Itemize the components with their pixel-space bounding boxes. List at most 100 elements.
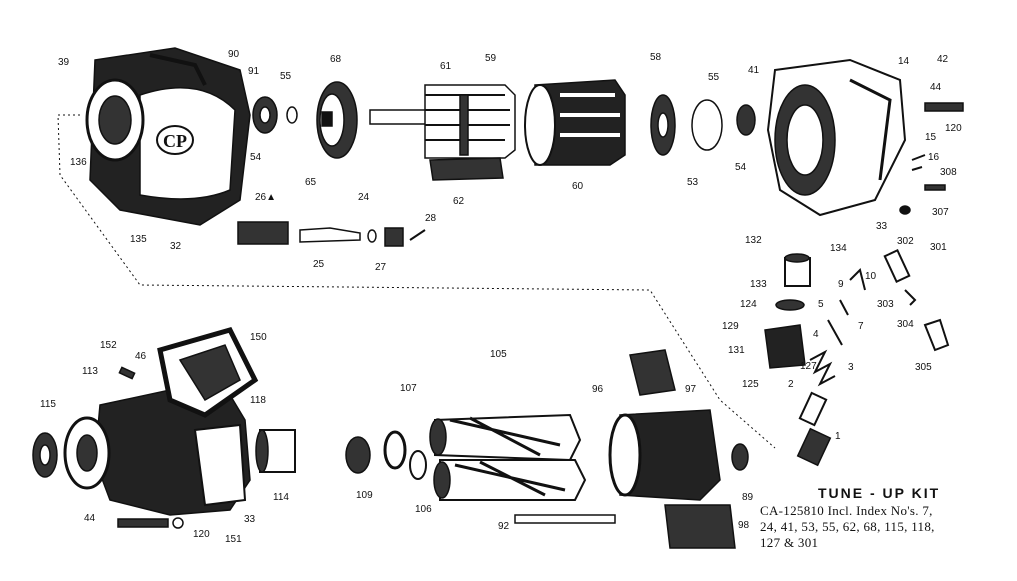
part-label: 54 [250,152,262,163]
part-label: 134 [830,243,847,254]
part-label: 89 [742,492,754,503]
part-label: 33 [244,514,256,525]
part-label: 308 [940,167,957,178]
washer [286,106,298,124]
cylinder [524,79,626,166]
part-label: 136 [70,157,87,168]
part-label: 32 [170,241,182,252]
part-label: 96 [592,384,604,395]
part-label: 113 [82,366,98,377]
part-label: 65 [305,177,317,188]
part-label: 39 [58,57,70,68]
part-label: 114 [273,492,289,503]
kit-line: 127 & 301 [760,535,819,550]
part-label: 25 [313,259,325,270]
part-label: 5 [818,299,824,310]
part-label: 53 [687,177,699,188]
part-label: 9 [838,279,844,290]
part-label: 44 [930,82,942,93]
shaft [514,514,616,524]
part-label: 44 [84,513,96,524]
part-label: 28 [425,213,437,224]
part-label: 55 [280,71,292,82]
part-label: 118 [250,395,266,406]
tune-up-kit-description: CA-125810 Incl. Index No's. 7, 24, 41, 5… [760,503,1010,551]
part-label: 42 [937,54,949,65]
part-label: 7 [858,321,864,332]
part-label: 132 [745,235,762,246]
part-label: 304 [897,319,914,330]
part-label: 133 [750,279,767,290]
part-label: 135 [130,234,147,245]
part-label: 92 [498,521,510,532]
part-label: 302 [897,236,914,247]
rotor-blade [429,157,504,181]
part-label: 41 [748,65,760,76]
part-label: 151 [225,534,242,545]
part-label: 109 [356,490,373,501]
gear-case [63,327,259,516]
throttle-valve [237,221,289,245]
carrier-bearing [731,443,749,471]
tune-up-kit-title: TUNE - UP KIT [818,485,941,501]
part-label: 10 [865,271,877,282]
spring [809,349,836,387]
part-label: 2 [788,379,794,390]
planet-carrier [608,349,721,501]
part-label: 3 [848,362,854,373]
bearing-rear [736,104,756,136]
o-ring [409,450,427,480]
part-label: 60 [572,181,584,192]
part-label: 127 [800,361,817,372]
part-label: 129 [722,321,739,332]
bolt [924,102,964,112]
part-label: 26▲ [255,192,277,203]
part-label: 107 [400,383,417,394]
part-label: 59 [485,53,497,64]
part-label: 62 [453,196,465,207]
part-label: 33 [876,221,888,232]
gasket [691,99,723,151]
part-label: 55 [708,72,720,83]
spindle-gears [429,413,587,501]
part-label: 150 [250,332,267,343]
part-label: 14 [898,56,910,67]
part-label: 98 [738,520,750,531]
part-label: 115 [40,399,56,410]
svg-text:CP: CP [163,131,187,151]
bearing-107 [383,430,407,470]
part-label: 120 [193,529,210,540]
part-label: 4 [813,329,819,340]
part-label: 97 [685,384,697,395]
back-head [766,58,907,217]
part-label: 91 [248,66,260,77]
part-label: 307 [932,207,949,218]
kit-line: CA-125810 Incl. Index No's. 7, [760,503,933,518]
part-label: 305 [915,362,932,373]
part-label: 61 [440,61,452,72]
part-label: 54 [735,162,747,173]
part-label: 124 [740,299,757,310]
guide-line [57,114,776,449]
throttle-stem [299,227,361,243]
part-label: 90 [228,49,240,60]
kit-line: 24, 41, 53, 55, 62, 68, 115, 118, [760,519,935,534]
part-label: 105 [490,349,507,360]
part-label: 106 [415,504,432,515]
part-label: 58 [650,52,662,63]
part-label: 1 [835,431,841,442]
part-label: 15 [925,132,937,143]
motor-housing: CP [85,47,251,226]
part-label: 125 [742,379,759,390]
part-label: 120 [945,123,962,134]
part-label: 131 [728,345,745,356]
part-label: 152 [100,340,117,351]
rotor [369,84,516,159]
part-label: 301 [930,242,947,253]
part-label: 16 [928,152,940,163]
part-label: 303 [877,299,894,310]
part-label: 24 [358,192,370,203]
end-plate [316,81,358,159]
